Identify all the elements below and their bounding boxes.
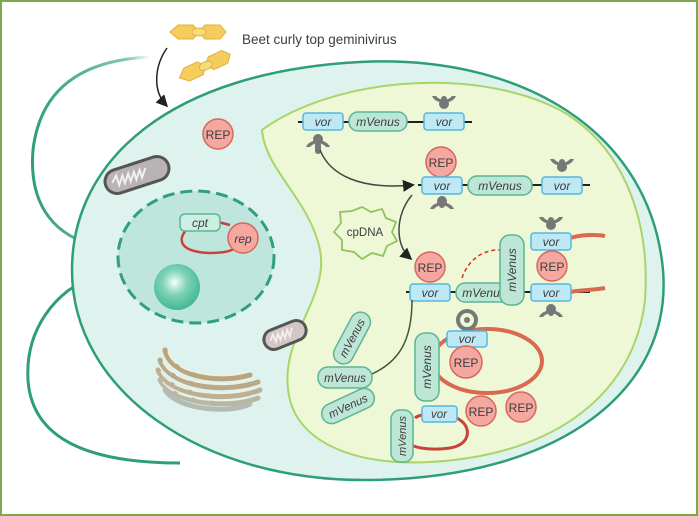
golgi-apparatus [155,347,263,412]
free-mvenus-2: mVenus [317,366,373,389]
svg-text:REP: REP [454,356,479,370]
construct-rep-bound: REP vor mVenus vor [418,146,590,209]
rep-gene-circle [227,222,259,254]
cpt-gene-label: cpt [192,216,209,230]
svg-text:vor: vor [315,115,333,129]
dna-binding-protein-icon [539,304,563,317]
replicating-strand [569,232,606,240]
svg-text:vor: vor [434,179,452,193]
dna-binding-protein-icon [550,159,574,172]
svg-text:mVenus: mVenus [420,345,434,389]
vor-box [541,176,583,195]
dna-binding-protein-icon [306,134,330,154]
free-rep-1 [465,395,497,427]
rep-protein [414,251,446,283]
svg-text:vor: vor [436,115,454,129]
rep-gene-label: rep [234,232,252,246]
svg-text:vor: vor [554,179,572,193]
vor-box [423,112,465,131]
dna-binding-protein-icon [539,217,563,230]
svg-text:REP: REP [509,401,534,415]
mvenus-box-vertical [499,234,525,306]
svg-text:vor: vor [422,286,440,300]
svg-text:vor: vor [543,235,561,249]
rep-protein-cytoplasm [202,118,234,150]
dna-binding-protein-icon [430,196,454,209]
geminivirus-particle-1 [169,24,227,40]
rep-protein [449,345,483,379]
svg-text:vor: vor [431,409,448,421]
dna-binding-protein-icon [456,309,478,331]
circular-replicon-large: vor mVenus REP [414,309,544,402]
svg-text:mVenus: mVenus [324,373,366,385]
geminivirus-particle-2 [178,49,231,82]
vor-box [409,283,451,302]
mvenus-box [348,111,408,132]
mvenus-box-vertical [390,409,414,463]
svg-text:vor: vor [459,332,477,346]
cpdna-label: cpDNA [347,227,384,239]
mitochondrion-lower [262,319,308,351]
arrow-to-replication [398,194,413,260]
virus-title: Beet curly top geminivirus [242,32,397,47]
arrow-to-rep-binding [319,149,415,192]
rep-protein [536,250,568,282]
svg-text:mVenus: mVenus [462,286,506,300]
vor-box [530,232,572,251]
nucleus [116,189,276,325]
nucleolus [154,264,200,310]
plasmodesma-upper-strand [31,55,151,247]
plasmodesma-lower-strand [26,273,181,465]
svg-text:mVenus: mVenus [356,115,400,129]
mvenus-box-vertical [414,332,440,402]
cpdna-nucleoid [332,206,399,261]
svg-text:REP: REP [429,156,454,170]
vor-box [530,283,572,302]
svg-text:vor: vor [543,286,561,300]
arrow-to-free-proteins [359,299,413,381]
svg-text:REP: REP [469,405,494,419]
circular-replicon-small: mVenus vor [390,405,469,463]
virus-entry-arrow [155,47,169,108]
svg-text:mVenus: mVenus [397,416,409,456]
mitochondrion-upper [103,155,171,195]
replication-intermediate: REP vor mVenus mVenus vor REP vor [406,217,606,317]
svg-text:mVenus: mVenus [478,179,522,193]
cpt-gene-box [179,213,221,232]
svg-text:mVenus: mVenus [505,248,519,292]
svg-text:REP: REP [206,128,231,142]
svg-text:REP: REP [418,261,443,275]
svg-text:REP: REP [540,260,565,274]
mvenus-box [467,175,533,196]
dna-binding-protein-icon [432,96,456,109]
vor-box [302,112,344,131]
vor-box [421,405,458,423]
construct-linear: vor mVenus vor [298,96,472,154]
vor-box [421,176,463,195]
free-rep-2 [505,391,537,423]
